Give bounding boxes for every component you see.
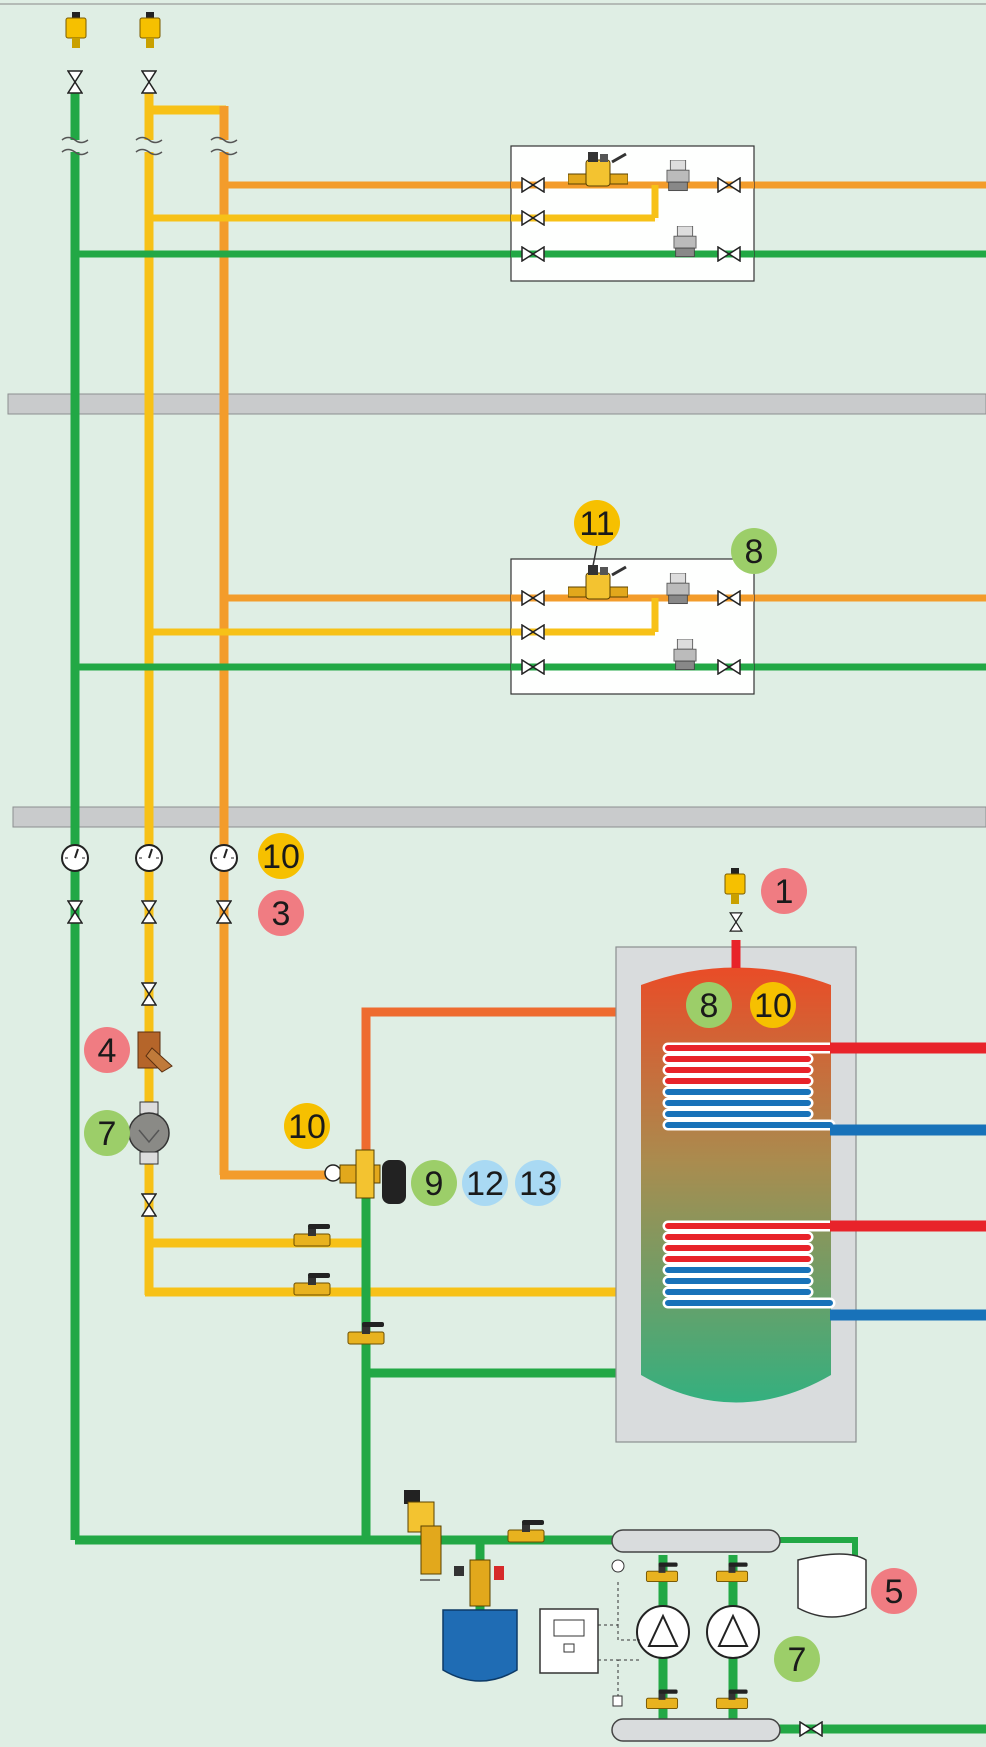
callout-badge-label: 13 bbox=[519, 1165, 557, 1203]
badge-layer: 11 8 10 3 1 8 10 4 7 10 9 12 13 5 7 bbox=[84, 500, 917, 1682]
ball-valve-icon bbox=[645, 1689, 679, 1709]
ball-valve-icon bbox=[293, 1272, 331, 1296]
recirculation-riser bbox=[219, 106, 330, 1180]
pipe-break-marks bbox=[61, 136, 238, 156]
shutoff-valve-icon bbox=[729, 912, 743, 932]
callout-badge-label: 5 bbox=[885, 1573, 904, 1611]
callout-badge-circle bbox=[574, 500, 620, 546]
callout-badge: 1 bbox=[761, 868, 807, 914]
pressure-gauge-icon bbox=[135, 844, 163, 872]
shutoff-valve-icon bbox=[141, 1193, 157, 1217]
callout-badge-label: 10 bbox=[288, 1108, 326, 1146]
callout-badge-circle bbox=[284, 1103, 330, 1149]
actuator-icon bbox=[666, 573, 690, 605]
ball-valve-icon bbox=[645, 1562, 679, 1582]
callout-badge: 7 bbox=[84, 1110, 130, 1156]
callout-badge: 8 bbox=[731, 528, 777, 574]
callout-badge-label: 4 bbox=[98, 1032, 117, 1070]
callout-badge-label: 7 bbox=[98, 1115, 117, 1153]
shutoff-valve-icon bbox=[67, 900, 83, 924]
ball-valve-icon bbox=[347, 1321, 385, 1345]
apartment-module-upper bbox=[75, 145, 986, 282]
callout-badge: 7 bbox=[774, 1636, 820, 1682]
ball-valve-icon bbox=[715, 1689, 749, 1709]
shutoff-valve-icon bbox=[67, 70, 83, 94]
pressure-gauge-icon bbox=[210, 844, 238, 872]
callout-badge-label: 7 bbox=[788, 1641, 807, 1679]
actuator-icon bbox=[673, 226, 697, 258]
callout-badge-circle bbox=[258, 890, 304, 936]
callout-badge: 9 bbox=[411, 1160, 457, 1206]
pressure-gauge-icon bbox=[61, 844, 89, 872]
callout-badge-label: 10 bbox=[262, 838, 300, 876]
air-vent-icon bbox=[65, 12, 87, 48]
callout-badge-circle bbox=[871, 1568, 917, 1614]
callout-badge: 5 bbox=[871, 1568, 917, 1614]
heat-exchanger-coil-upper bbox=[662, 1042, 836, 1131]
shutoff-valve-icon bbox=[799, 1721, 823, 1737]
control-unit-icon bbox=[539, 1608, 599, 1674]
callout-badge-label: 12 bbox=[466, 1165, 504, 1203]
callout-badge: 3 bbox=[258, 890, 304, 936]
callout-badge-circle bbox=[750, 982, 796, 1028]
expansion-vessel-icon bbox=[442, 1559, 518, 1682]
callout-badge-circle bbox=[84, 1110, 130, 1156]
circulator-pump-icon bbox=[128, 1101, 170, 1165]
apartment-module-lower bbox=[75, 539, 986, 695]
mixing-valve-icon bbox=[324, 1149, 406, 1204]
ball-valve-icon bbox=[715, 1562, 749, 1582]
hot-water-pipe bbox=[361, 1007, 645, 1175]
callout-badge-label: 1 bbox=[775, 873, 794, 911]
shutoff-valve-icon bbox=[141, 900, 157, 924]
shutoff-valve-icon bbox=[216, 900, 232, 924]
floor-slab-lower bbox=[12, 806, 986, 828]
callout-badge-circle bbox=[515, 1160, 561, 1206]
callout-badge-label: 10 bbox=[754, 987, 792, 1025]
callout-badge-circle bbox=[761, 868, 807, 914]
callout-badge: 4 bbox=[84, 1027, 130, 1073]
callout-badge-circle bbox=[774, 1636, 820, 1682]
callout-badge-label: 3 bbox=[272, 895, 291, 933]
heat-exchanger-coil-lower bbox=[662, 1220, 836, 1309]
actuator-icon bbox=[666, 160, 690, 192]
return-column bbox=[361, 1190, 645, 1540]
callout-badge-circle bbox=[731, 528, 777, 574]
callout-badge: 10 bbox=[284, 1103, 330, 1149]
air-vent-icon bbox=[139, 12, 161, 48]
flow-branches bbox=[145, 1238, 645, 1297]
floor-slab-upper bbox=[7, 393, 986, 415]
callout-badge: 10 bbox=[750, 982, 796, 1028]
pump-icon bbox=[636, 1605, 690, 1659]
pump-icon bbox=[706, 1605, 760, 1659]
callout-badge-circle bbox=[462, 1160, 508, 1206]
callout-badge: 8 bbox=[686, 982, 732, 1028]
expansion-vessel-icon bbox=[797, 1553, 867, 1618]
callout-badge-label: 8 bbox=[745, 533, 764, 571]
shutoff-valve-icon bbox=[141, 982, 157, 1006]
callout-badge: 10 bbox=[258, 833, 304, 879]
callout-badge-circle bbox=[686, 982, 732, 1028]
callout-badge-circle bbox=[258, 833, 304, 879]
boiler-plant bbox=[366, 1490, 986, 1742]
ball-valve-icon bbox=[507, 1519, 545, 1543]
shutoff-valve-icon bbox=[141, 70, 157, 94]
callout-badge-label: 11 bbox=[579, 505, 614, 543]
strainer-icon bbox=[137, 1031, 173, 1073]
callout-badge-circle bbox=[84, 1027, 130, 1073]
callout-badge-label: 9 bbox=[425, 1165, 444, 1203]
callout-badge: 13 bbox=[515, 1160, 561, 1206]
ball-valve-icon bbox=[293, 1223, 331, 1247]
callout-badge-label: 8 bbox=[700, 987, 719, 1025]
callout-badge: 11 bbox=[574, 500, 620, 546]
callout-badge: 12 bbox=[462, 1160, 508, 1206]
air-vent-icon bbox=[724, 867, 746, 905]
callout-badge-circle bbox=[411, 1160, 457, 1206]
safety-valve-icon bbox=[404, 1490, 442, 1581]
actuator-icon bbox=[673, 639, 697, 671]
storage-tank bbox=[615, 940, 857, 1443]
